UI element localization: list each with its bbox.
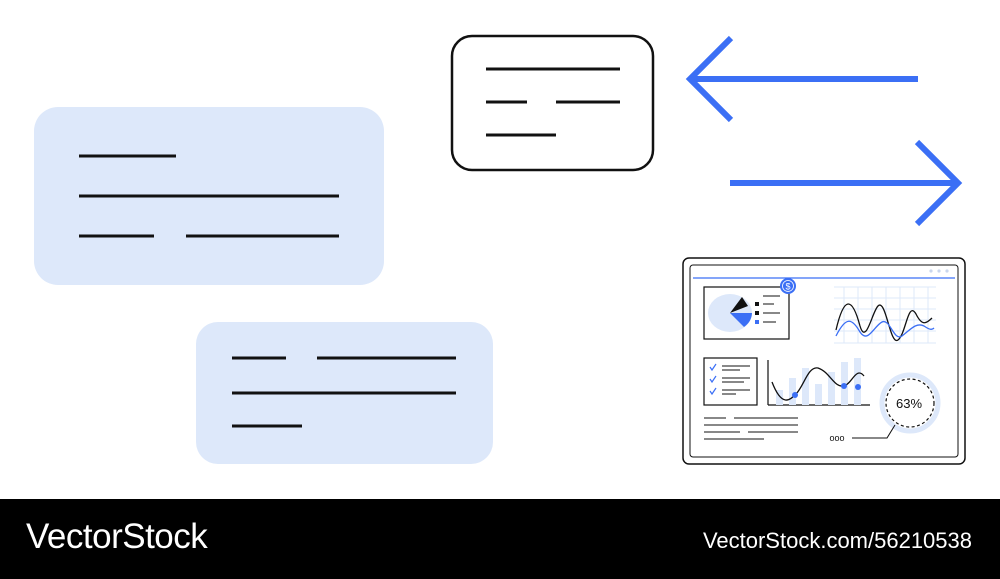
- watermark-footer: VectorStock VectorStock.com/56210538: [0, 499, 1000, 579]
- text-lines: [704, 417, 798, 440]
- progress-gauge: 63%: [879, 372, 941, 434]
- stock-id: VectorStock.com/56210538: [702, 528, 972, 553]
- bar-line-chart-panel: [767, 358, 870, 406]
- illustration: $: [34, 34, 966, 465]
- svg-text:ooo: ooo: [829, 433, 844, 443]
- more-dots: ooo: [829, 424, 896, 443]
- message-card: [450, 34, 655, 172]
- wave-chart-panel: [834, 286, 936, 344]
- dollar-badge-icon: $: [780, 278, 796, 294]
- chat-bubble-large: [34, 107, 384, 285]
- pie-panel: [703, 286, 790, 340]
- brand-logo: VectorStock: [26, 517, 208, 556]
- arrow-right-icon: [730, 139, 963, 227]
- gauge-percent: 63%: [896, 396, 922, 411]
- chat-bubble-small: [196, 322, 493, 464]
- checklist-panel: [703, 357, 758, 406]
- svg-text:$: $: [785, 282, 790, 292]
- arrow-left-icon: [685, 35, 918, 123]
- dashboard-window: $: [682, 257, 966, 465]
